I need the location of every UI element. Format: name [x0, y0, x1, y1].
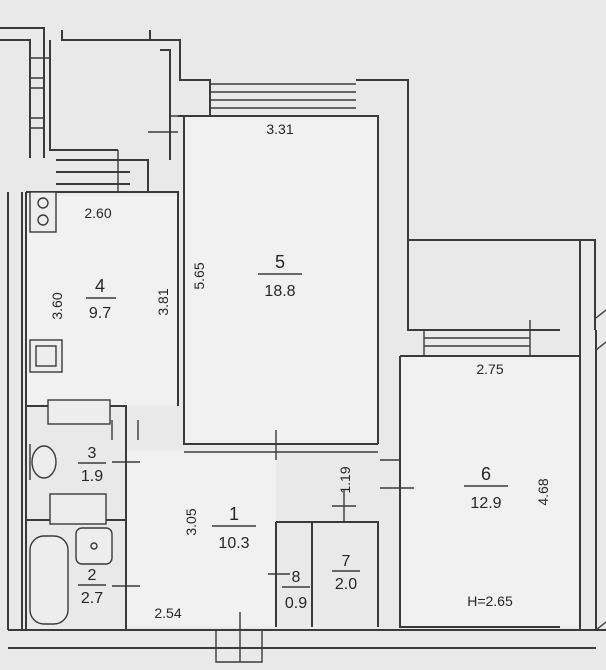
room-2-area: 2.7 — [81, 590, 103, 607]
upper-left-block — [0, 27, 45, 158]
washbasin-icon — [75, 527, 113, 565]
room-1-area: 10.3 — [218, 535, 249, 552]
entrance-door — [215, 612, 263, 663]
room-7-number: 7 — [342, 553, 351, 570]
room-5-height-label: 5.65 — [191, 262, 207, 289]
bathtub-icon — [29, 535, 69, 625]
stove-burner-bottom — [37, 214, 49, 226]
room-7-area: 2.0 — [335, 576, 357, 593]
room-5-number: 5 — [275, 252, 285, 272]
kitchen-walls — [25, 191, 179, 406]
room-6-door — [380, 459, 414, 489]
kitchen-height-right-label: 3.81 — [155, 288, 171, 315]
room-2-number: 2 — [88, 567, 97, 584]
closet-7-height-label: 1.19 — [337, 466, 353, 493]
kitchen-window — [56, 159, 149, 192]
room-6-width-label: 2.75 — [476, 361, 503, 377]
room-4-area: 9.7 — [89, 305, 111, 322]
bath-top-box — [49, 493, 107, 525]
wc-cistern — [47, 399, 111, 425]
room-8-number: 8 — [292, 569, 301, 586]
room-1-floor — [126, 450, 276, 627]
bottom-exterior-wall — [8, 629, 606, 649]
hall-height-label: 3.05 — [183, 508, 199, 535]
left-exterior-wall — [7, 192, 23, 630]
room-6-floor — [400, 357, 580, 627]
hall-width-label: 2.54 — [154, 605, 181, 621]
ceiling-height-label: H=2.65 — [467, 593, 513, 609]
right-exterior-wall — [579, 240, 597, 630]
room-3-number: 3 — [88, 445, 97, 462]
room-5-top-right-wall — [184, 79, 409, 444]
room-6-area: 12.9 — [470, 495, 501, 512]
toilet-icon — [31, 445, 57, 479]
closet-walls — [276, 521, 379, 627]
room-5-width-label: 3.31 — [266, 121, 293, 137]
room-5-door — [184, 430, 378, 460]
upper-right-wall — [407, 239, 596, 331]
room-6-number: 6 — [481, 464, 491, 484]
kitchen-height-left-label: 3.60 — [49, 292, 65, 319]
kitchen-sink-bowl — [35, 345, 57, 367]
room-8-area: 0.9 — [285, 595, 307, 612]
room-5-window — [210, 83, 356, 109]
upper-left-window — [30, 57, 50, 129]
room-6-walls — [399, 355, 581, 628]
closet-7-door-mark — [332, 490, 356, 523]
room-6-window — [423, 320, 531, 356]
room-1-number: 1 — [229, 504, 239, 524]
upper-middle-block — [49, 30, 151, 151]
stove-burner-top — [37, 197, 49, 209]
right-edge-marks — [595, 309, 606, 631]
wc-door — [111, 420, 140, 463]
room-5-left-bottom-wall — [178, 115, 378, 445]
kitchen-upper-lines — [117, 115, 210, 192]
room-5-area: 18.8 — [264, 283, 295, 300]
room-3-area: 1.9 — [81, 468, 103, 485]
room-4-number: 4 — [95, 276, 105, 296]
room-5-floor — [184, 116, 378, 444]
washbasin-drain — [90, 542, 98, 550]
kitchen-width-label: 2.60 — [84, 205, 111, 221]
kitchen-sink-icon — [29, 339, 63, 373]
room-6-height-label: 4.68 — [535, 478, 551, 505]
